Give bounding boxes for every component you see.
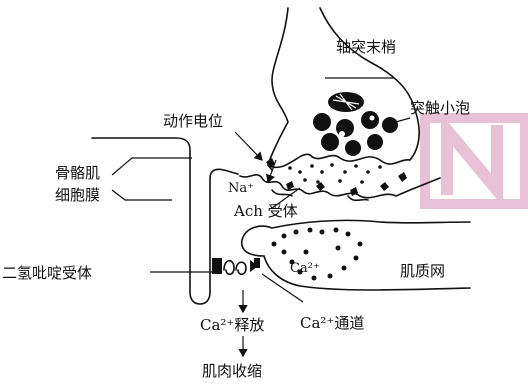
label-ach-receptor: Ach 受体 — [233, 202, 298, 220]
synaptic-vesicles — [313, 92, 398, 156]
label-action-potential: 动作电位 — [163, 112, 223, 130]
muscle-cell-membrane — [92, 138, 440, 304]
label-axon-terminal: 轴突末梢 — [336, 38, 396, 56]
label-muscle-membrane-line2: 细胞膜 — [55, 186, 100, 204]
label-ca-ion-sr: Ca²⁺ — [290, 261, 320, 276]
label-muscle-membrane-line1: 骨骼肌 — [55, 164, 100, 182]
label-dhp-receptor: 二氢吡啶受体 — [2, 264, 92, 282]
leader-lines — [112, 78, 410, 302]
label-synaptic-vesicle: 突触小泡 — [410, 99, 470, 117]
label-ca-release: Ca²⁺释放 — [200, 316, 264, 334]
dhp-receptor-complex — [212, 258, 260, 274]
label-na-ion: Na⁺ — [228, 181, 254, 196]
watermark-logo — [425, 118, 525, 204]
label-ca-channel: Ca²⁺通道 — [300, 314, 364, 332]
ach-molecules — [288, 163, 382, 184]
axon-terminal — [268, 8, 419, 170]
label-sarcoplasmic-reticulum: 肌质网 — [400, 262, 445, 280]
label-muscle-contraction: 肌肉收缩 — [202, 362, 262, 380]
